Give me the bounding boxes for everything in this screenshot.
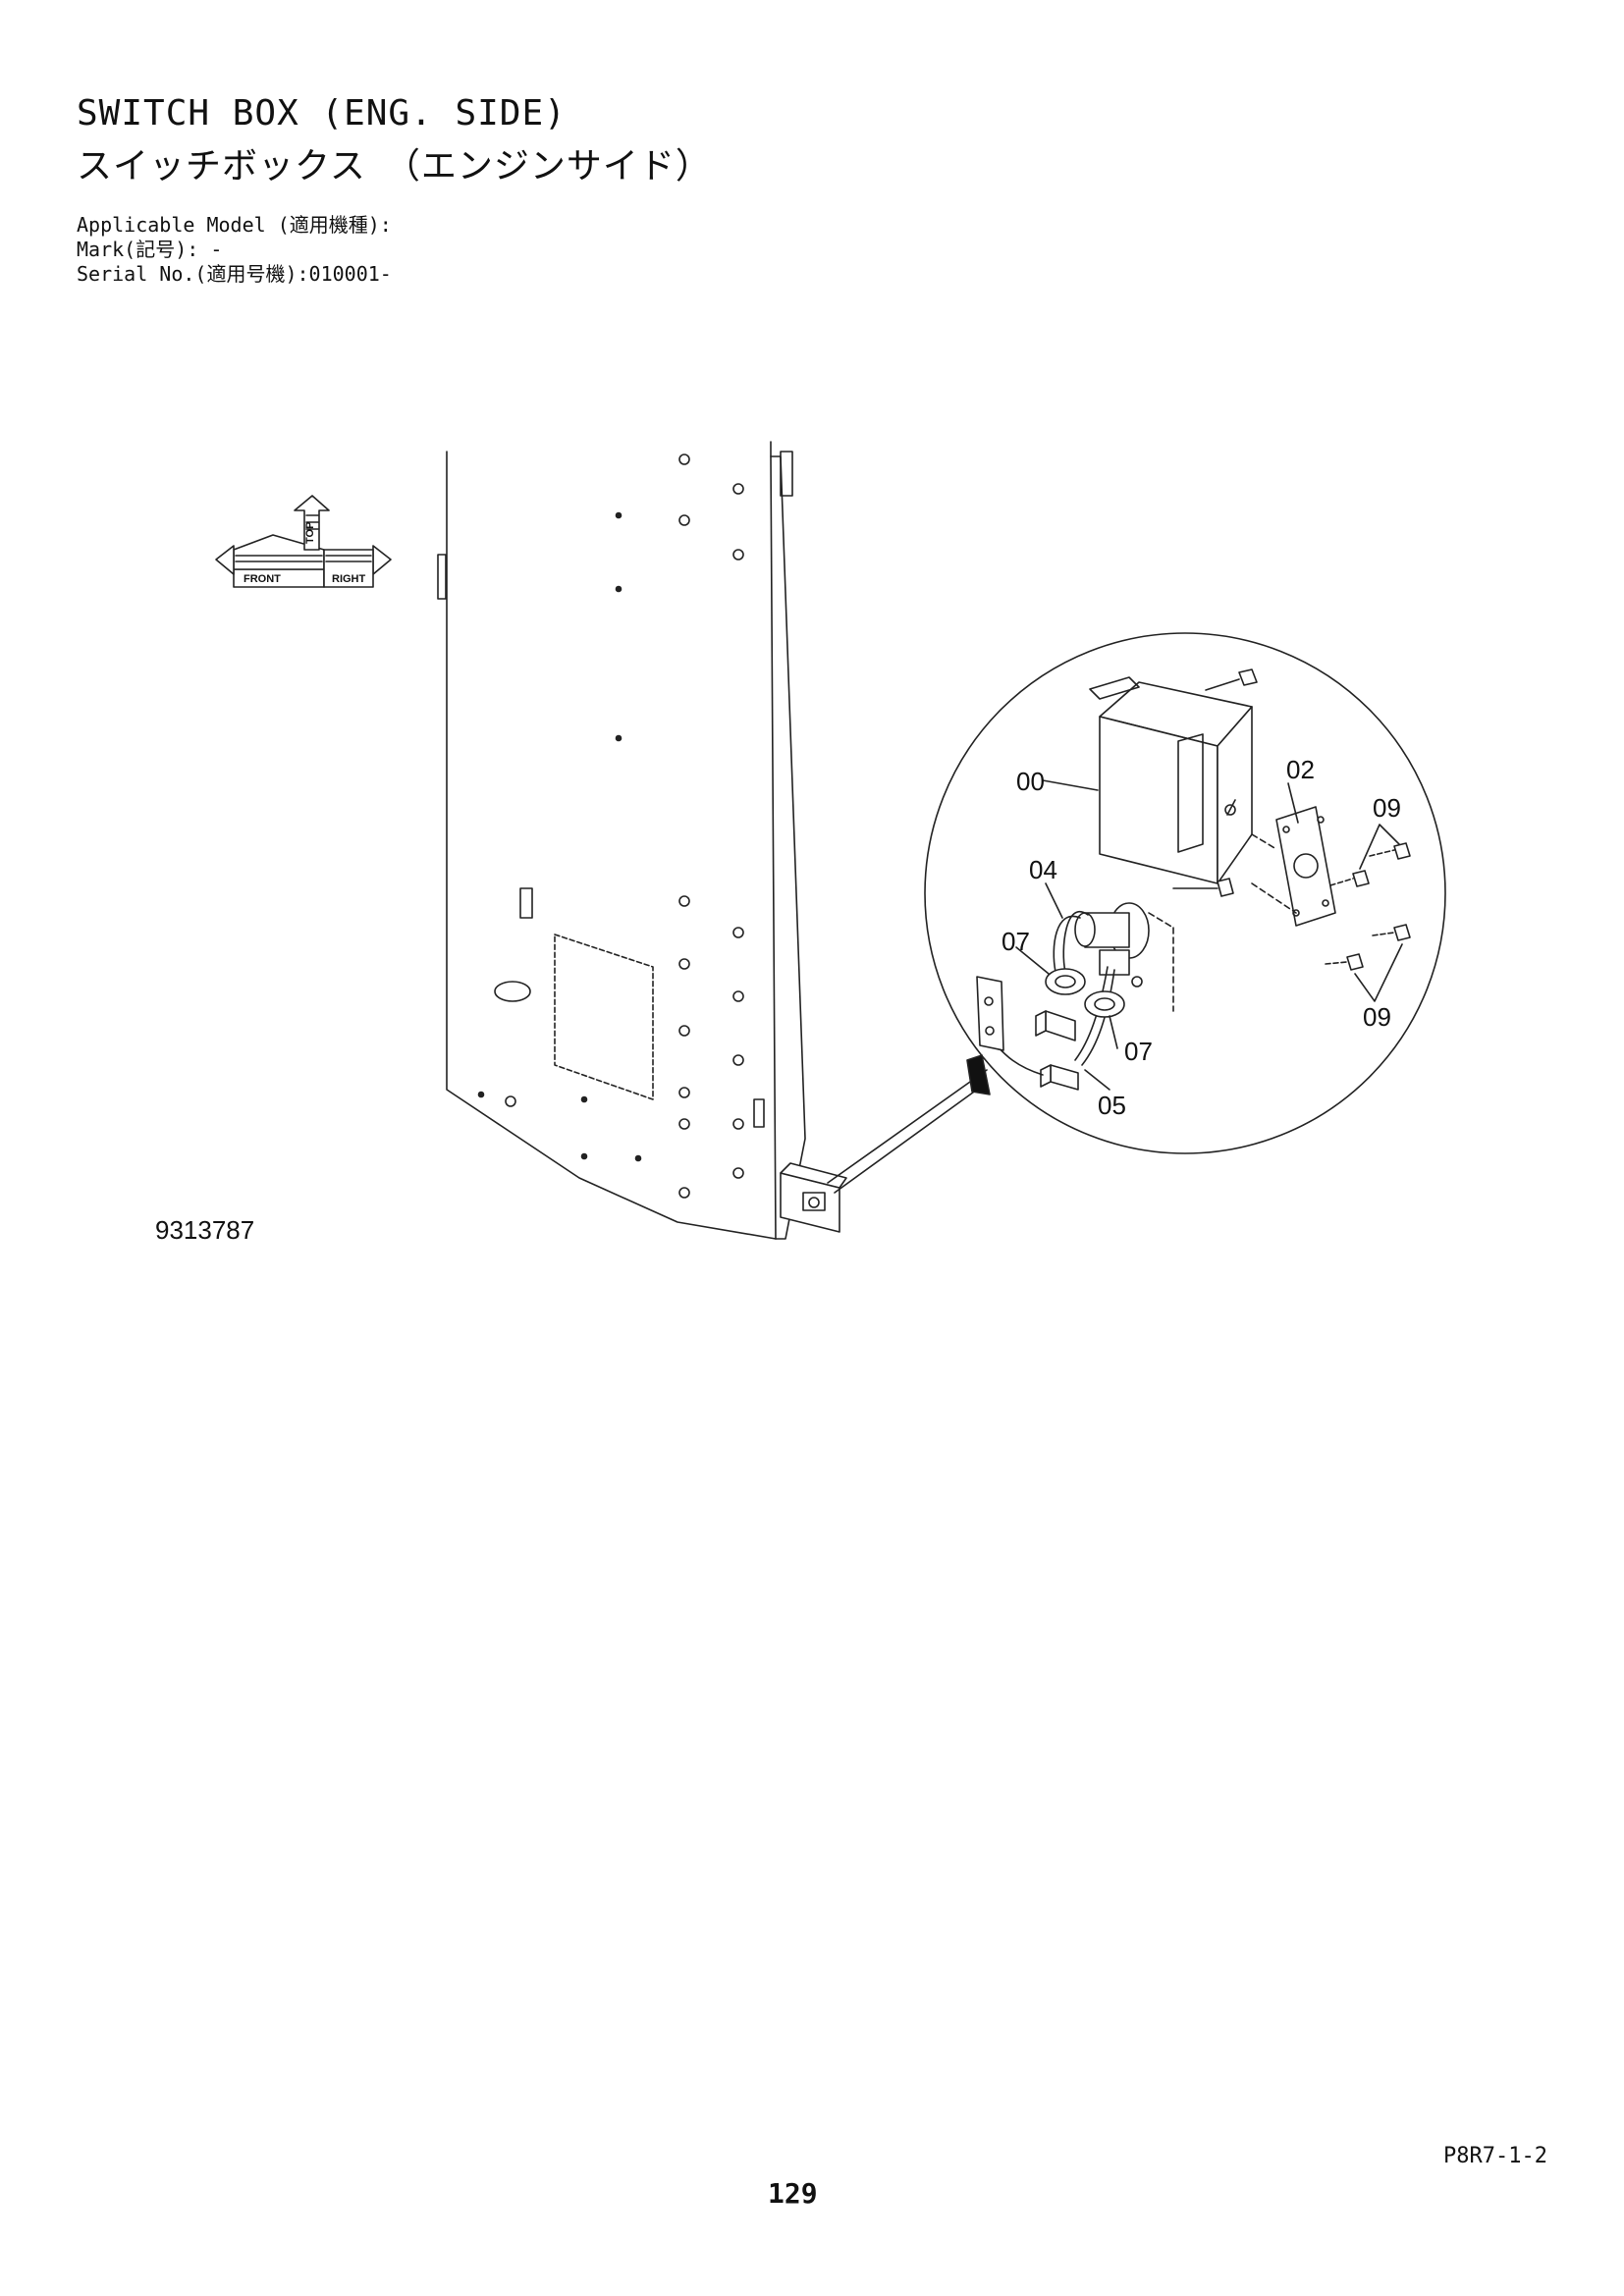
switch-box-mounted (780, 1162, 847, 1233)
callout-leaders (1015, 779, 1299, 1091)
callout-07-lower: 07 (1124, 1037, 1153, 1066)
applicable-model: Applicable Model (適用機種): (77, 213, 392, 237)
callout-07-upper: 07 (1001, 927, 1030, 956)
mounting-plate (976, 976, 1004, 1051)
screws-09 (1325, 824, 1411, 1002)
page-code: P8R7-1-2 (1443, 2144, 1547, 2168)
callout-02: 02 (1286, 755, 1315, 784)
page-number: 129 (768, 2177, 818, 2210)
page-title: SWITCH BOX (ENG. SIDE) (77, 93, 567, 133)
bracket-00 (1089, 676, 1253, 884)
cab-side-panel (437, 441, 806, 1240)
harness-05 (991, 1010, 1079, 1091)
callout-05: 05 (1098, 1091, 1126, 1120)
callout-04: 04 (1029, 855, 1057, 884)
callout-00: 00 (1016, 767, 1045, 796)
callout-09-lower: 09 (1363, 1002, 1391, 1032)
orientation-icon (215, 495, 392, 588)
orientation-front-label: FRONT (244, 573, 281, 585)
bolt-top (1205, 668, 1258, 691)
grommets-07 (1045, 968, 1125, 1018)
cover-plate-02 (1251, 806, 1336, 927)
orientation-right-label: RIGHT (332, 573, 366, 585)
mark-label: Mark(記号): - (77, 238, 223, 261)
orientation-top-label: TOP (304, 522, 316, 544)
bolt-lower (1172, 878, 1234, 897)
panel-holes (477, 454, 744, 1199)
page-title-japanese: スイッチボックス （エンジンサイド） (77, 146, 712, 187)
switch-04 (1053, 902, 1174, 1066)
callout-09-upper: 09 (1373, 793, 1401, 823)
serial-number: Serial No.(適用号機):010001- (77, 262, 392, 286)
figure-number: 9313787 (155, 1215, 255, 1245)
detail-view-circle (924, 632, 1446, 1154)
